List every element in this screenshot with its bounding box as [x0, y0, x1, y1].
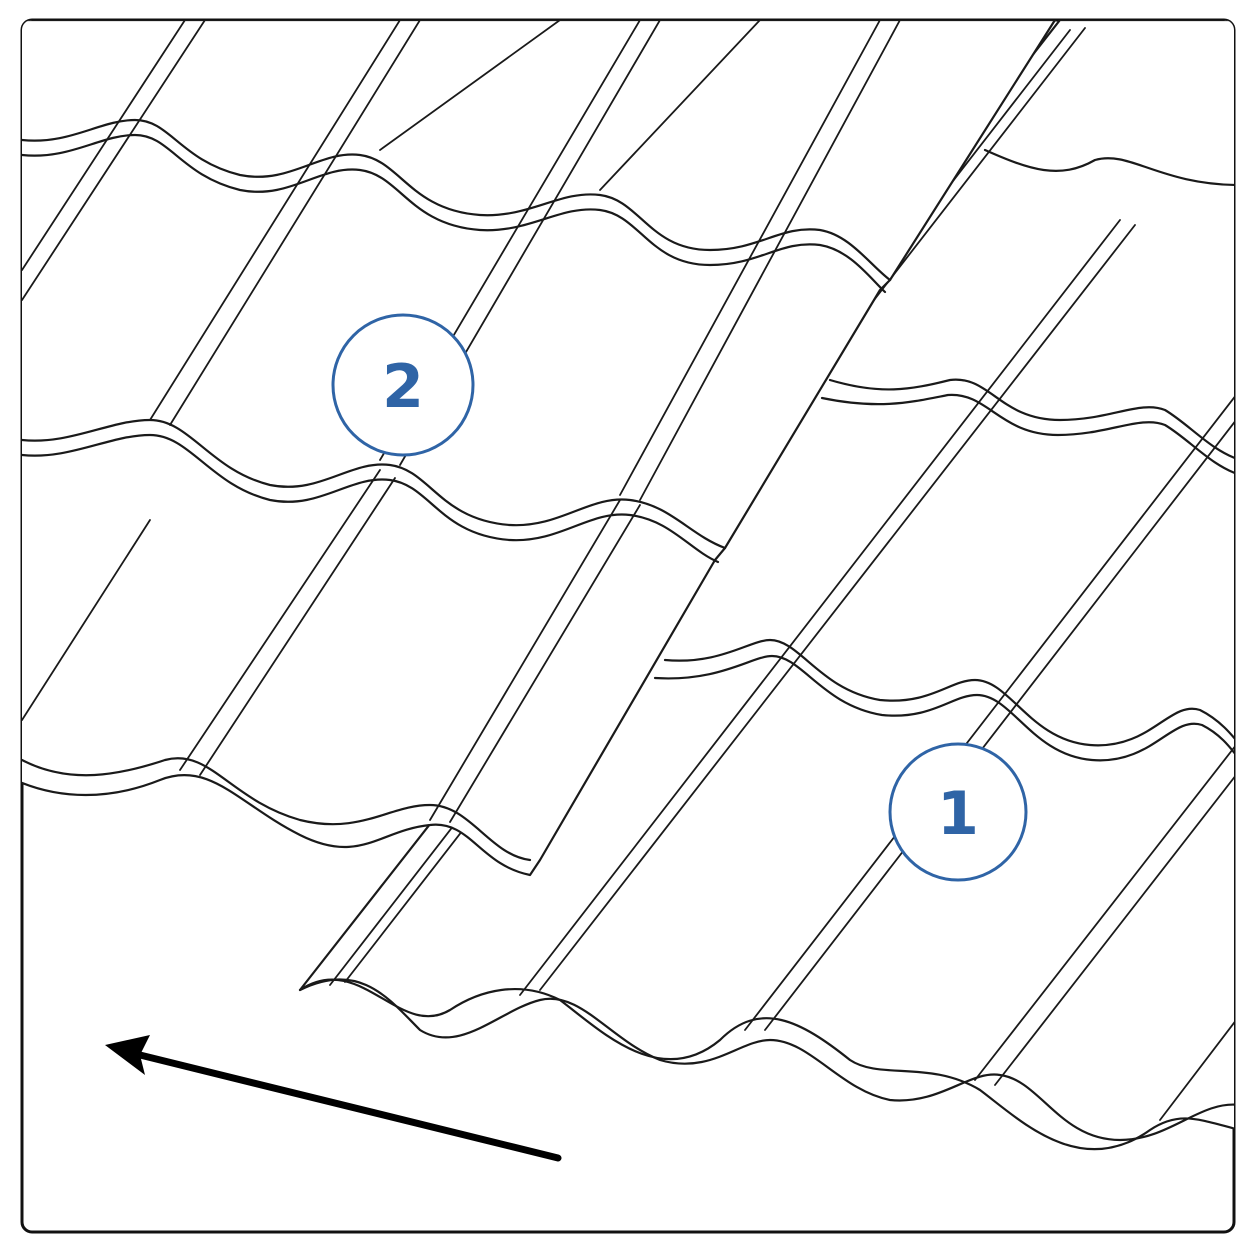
sheet-2-ribs — [22, 20, 901, 823]
installation-direction-arrow — [105, 1035, 562, 1162]
sheet-1-label-circle — [888, 742, 1028, 882]
sheet-1-label: 1 — [888, 742, 1028, 882]
sheet-2-wave-row-top-b — [22, 133, 887, 294]
arrow-shaft — [136, 1051, 562, 1162]
sheet-1-bottom-lip — [298, 978, 1234, 1142]
sheet-1-wave-row-3 — [663, 638, 1234, 747]
sheet-1-wave-row-2 — [828, 378, 1234, 462]
sheet-2-label-circle — [331, 313, 475, 457]
sheet-2-label: 2 — [331, 313, 475, 457]
sheet-2-wave-row-2b — [22, 433, 720, 564]
sheet-2-bottom-lip — [22, 757, 532, 862]
sheet-1-wave-row-top — [983, 148, 1234, 187]
metal-tile-sheet-2 — [22, 20, 1057, 877]
sheet-2-label-text: 2 — [382, 352, 424, 422]
sheet-1-wave-row-2b — [820, 393, 1234, 477]
sheet-1-wave-row-3b — [653, 654, 1234, 762]
sheet-2-wave-row-top — [22, 118, 892, 282]
sheet-1-label-text: 1 — [937, 779, 979, 849]
arrow-head-icon — [105, 1035, 150, 1075]
